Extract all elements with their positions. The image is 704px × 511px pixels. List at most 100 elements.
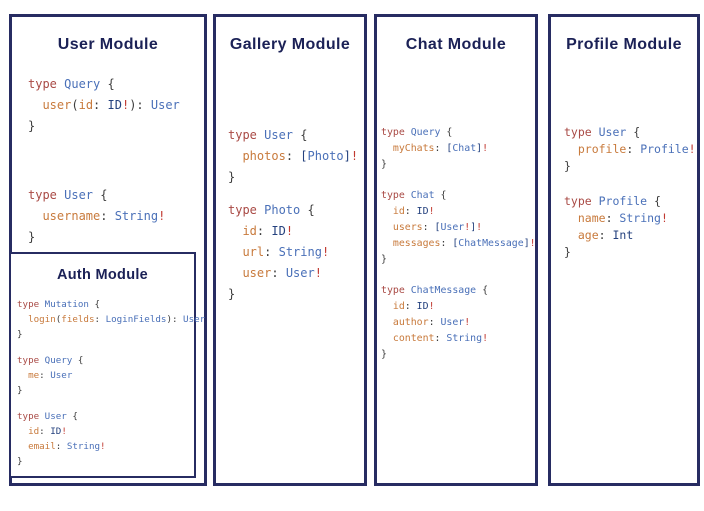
code-block: type User { profile: Profile!}: [564, 124, 696, 175]
code-line: }: [17, 327, 205, 342]
code-auth-module: type Mutation { login(fields: LoginField…: [17, 297, 205, 469]
code-line: user: User!: [228, 263, 358, 284]
code-block: type Query { myChats: [Chat]!}: [381, 125, 536, 173]
code-token: url: [242, 245, 265, 259]
code-token: [: [446, 143, 453, 154]
code-line: type Query {: [17, 353, 205, 368]
module-title-chat: Chat Module: [405, 36, 507, 53]
code-gallery-module: type User { photos: [Photo]!}type Photo …: [228, 125, 358, 305]
code-token: {: [446, 127, 453, 138]
code-token: :: [55, 441, 67, 452]
code-token: }: [17, 329, 23, 340]
module-panel-profile: Profile Module type User { profile: Prof…: [548, 14, 700, 486]
code-token: ):: [129, 98, 151, 112]
code-line: email: String!: [17, 439, 205, 454]
code-line: login(fields: LoginFields): User: [17, 312, 205, 327]
code-token: type: [17, 299, 45, 310]
code-token: Int: [612, 228, 634, 242]
code-token: }: [564, 159, 571, 173]
code-token: type: [228, 128, 265, 142]
code-token: [381, 317, 393, 328]
code-line: type Chat {: [381, 188, 536, 204]
code-token: !: [464, 317, 471, 328]
code-token: !: [158, 209, 166, 223]
code-block: type User { username: String!}: [28, 185, 180, 248]
code-line: }: [28, 116, 180, 137]
code-token: fields: [61, 314, 95, 325]
code-token: !: [482, 143, 489, 154]
code-token: :: [100, 209, 115, 223]
code-token: {: [482, 285, 489, 296]
code-token: ]: [343, 149, 351, 163]
code-token: User: [440, 222, 465, 233]
code-line: }: [381, 347, 536, 363]
code-token: id: [242, 224, 257, 238]
code-block: type Photo { id: ID! url: String! user: …: [228, 200, 358, 305]
code-line: type Query {: [28, 74, 180, 95]
code-token: :: [256, 224, 272, 238]
code-token: Photo: [307, 149, 344, 163]
code-line: }: [564, 244, 696, 261]
code-token: }: [28, 230, 36, 244]
code-token: }: [228, 287, 236, 301]
code-block: type ChatMessage { id: ID! author: User!…: [381, 283, 536, 363]
code-token: String: [66, 441, 101, 452]
code-token: age: [577, 228, 599, 242]
code-line: }: [564, 158, 696, 175]
module-panel-auth: Auth Module type Mutation { login(fields…: [9, 252, 205, 478]
code-token: {: [107, 77, 115, 91]
code-token: [228, 266, 242, 280]
code-token: !: [482, 333, 489, 344]
code-line: type Photo {: [228, 200, 358, 221]
code-token: [381, 333, 393, 344]
code-token: User: [44, 411, 73, 422]
code-token: Chat: [452, 143, 477, 154]
code-token: type: [17, 355, 45, 366]
code-token: type: [17, 411, 45, 422]
code-token: photos: [242, 149, 286, 163]
code-line: }: [228, 167, 358, 188]
code-line: photos: [Photo]!: [228, 146, 358, 167]
code-token: Query: [64, 77, 108, 91]
code-line: }: [28, 227, 180, 248]
code-token: Photo: [264, 203, 308, 217]
code-token: !: [121, 98, 130, 112]
code-block: type Query { me: User}: [17, 353, 205, 398]
code-line: user(id: ID!): User: [28, 95, 179, 116]
code-block: type Profile { name: String! age: Int}: [564, 193, 696, 261]
code-token: ChatMessage: [410, 285, 483, 296]
code-token: username: [42, 209, 101, 223]
code-line: }: [381, 252, 536, 268]
code-token: type: [28, 77, 65, 91]
code-line: content: String!: [381, 331, 536, 347]
code-token: ):: [166, 314, 184, 325]
code-token: :: [39, 426, 51, 437]
code-chat-module: type Query { myChats: [Chat]!} type Chat …: [381, 125, 536, 363]
code-token: Profile: [598, 194, 655, 208]
code-token: }: [381, 349, 387, 360]
code-token: {: [440, 190, 447, 201]
code-token: :: [39, 370, 51, 381]
code-profile-module: type User { profile: Profile!} type Profi…: [564, 124, 696, 261]
code-block: type Query { user(id: ID!): User}: [28, 74, 180, 137]
code-token: :: [93, 98, 108, 112]
code-line: type Mutation {: [17, 297, 205, 312]
code-token: :: [404, 301, 417, 312]
code-token: ID: [416, 301, 429, 312]
code-token: [381, 222, 393, 233]
code-token: [17, 370, 28, 381]
code-line: type User {: [28, 185, 180, 206]
code-line: type Profile {: [564, 193, 696, 210]
code-line: users: [User!]!: [381, 220, 536, 236]
code-token: type: [28, 188, 65, 202]
code-line: url: String!: [228, 242, 358, 263]
code-token: :: [428, 317, 441, 328]
code-line: id: ID!: [381, 299, 536, 315]
code-token: Query: [44, 355, 78, 366]
code-token: Query: [410, 127, 447, 138]
code-token: ID: [271, 224, 286, 238]
code-token: !: [428, 206, 435, 217]
code-token: id: [392, 206, 405, 217]
code-token: type: [381, 190, 411, 201]
